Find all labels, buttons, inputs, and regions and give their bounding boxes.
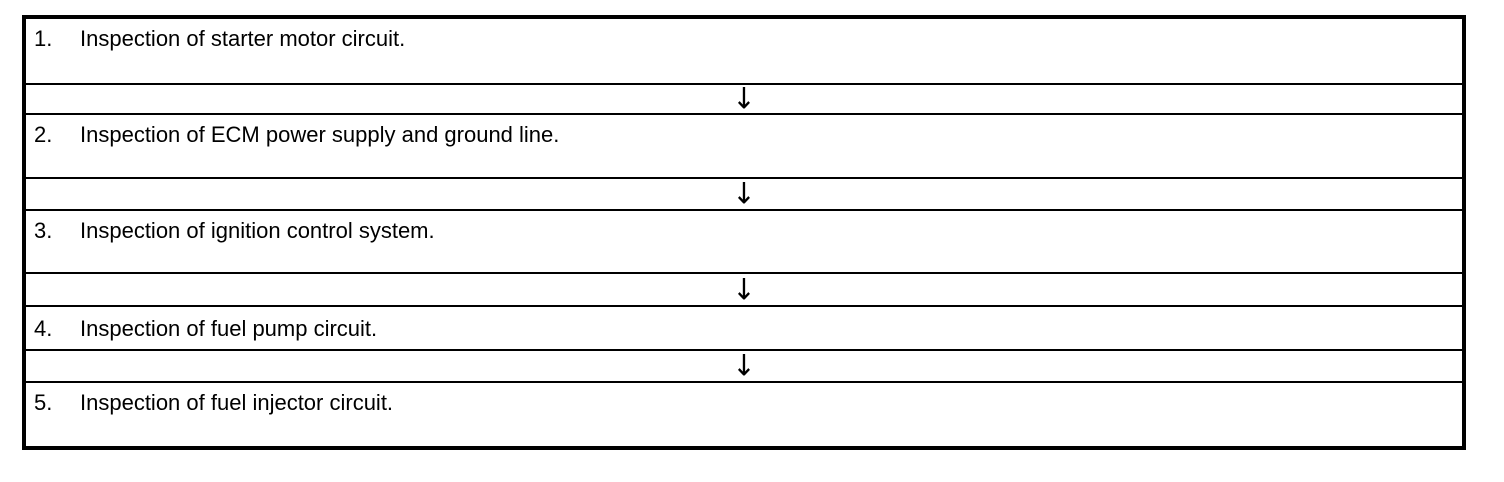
arrow-row-1: ↓	[26, 85, 1462, 115]
step-row-2: 2. Inspection of ECM power supply and gr…	[26, 115, 1462, 179]
step-row-5: 5. Inspection of fuel injector circuit.	[26, 383, 1462, 446]
step-number-4: 4.	[34, 316, 53, 341]
inspection-flowchart: 1. Inspection of starter motor circuit. …	[22, 15, 1466, 450]
step-row-1: 1. Inspection of starter motor circuit.	[26, 19, 1462, 85]
step-label-2: Inspection of ECM power supply and groun…	[80, 122, 560, 147]
down-arrow-icon: ↓	[732, 85, 756, 115]
arrow-row-3: ↓	[26, 274, 1462, 307]
step-label-3: Inspection of ignition control system.	[80, 218, 435, 243]
step-label-4: Inspection of fuel pump circuit.	[80, 316, 378, 341]
step-number-3: 3.	[34, 218, 53, 243]
step-number-1: 1.	[34, 26, 53, 51]
step-label-5: Inspection of fuel injector circuit.	[80, 390, 394, 415]
arrow-row-4: ↓	[26, 351, 1462, 383]
step-row-3: 3. Inspection of ignition control system…	[26, 211, 1462, 274]
step-number-5: 5.	[34, 390, 53, 415]
down-arrow-icon: ↓	[732, 179, 756, 211]
down-arrow-icon: ↓	[732, 351, 756, 383]
arrow-row-2: ↓	[26, 179, 1462, 211]
down-arrow-icon: ↓	[732, 274, 756, 307]
step-row-4: 4. Inspection of fuel pump circuit.	[26, 307, 1462, 351]
step-number-2: 2.	[34, 122, 53, 147]
step-label-1: Inspection of starter motor circuit.	[80, 26, 406, 51]
